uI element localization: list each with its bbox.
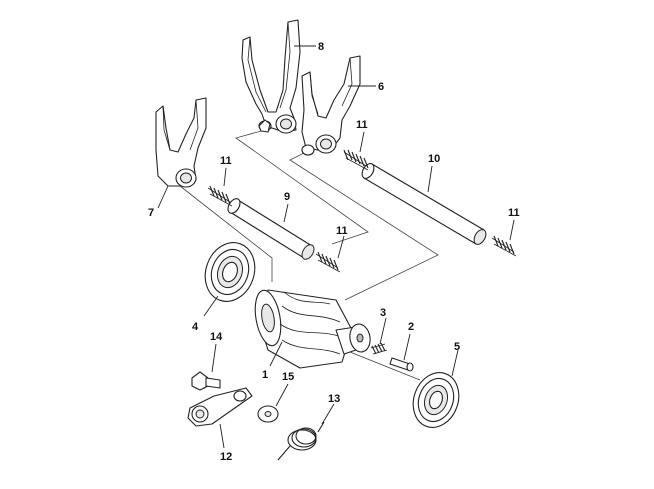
shift-fork-8: [241, 19, 301, 134]
callout-1: 1: [262, 369, 268, 381]
callout-7: 7: [148, 207, 154, 219]
callout-15: 15: [282, 371, 294, 383]
ball-bearing-5: [412, 372, 460, 428]
callout-2: 2: [408, 321, 414, 333]
callout-labels: 8 6 11 11 10 7 9 11 11 4 3 2 14 5 1 15 1…: [148, 41, 520, 463]
compression-spring-11-d: [491, 235, 517, 257]
leader-lines: [157, 45, 515, 449]
ball-bearing-4: [204, 242, 256, 302]
torsion-spring-13: [277, 421, 325, 461]
callout-11-left: 11: [220, 155, 232, 167]
callout-11-right: 11: [508, 207, 520, 219]
callout-12: 12: [220, 451, 232, 463]
callout-11-middle: 11: [336, 225, 348, 237]
shift-fork-7: [155, 97, 207, 188]
callout-11-top: 11: [356, 119, 368, 131]
shift-drum-1: [254, 289, 371, 369]
compression-spring-11-b: [207, 185, 233, 207]
callout-9: 9: [284, 191, 290, 203]
callout-3: 3: [380, 307, 386, 319]
shift-fork-6: [301, 55, 361, 156]
shift-fork-shaft-9: [227, 198, 315, 260]
callout-6: 6: [378, 81, 384, 93]
detent-pin-2: [389, 357, 414, 372]
detent-spring-3: [370, 342, 388, 355]
shift-fork-shaft-10: [361, 163, 487, 245]
bolt-14: [191, 371, 221, 391]
shift-lever-12: [187, 387, 253, 427]
callout-4: 4: [192, 321, 199, 333]
callout-5: 5: [454, 341, 460, 353]
callout-8: 8: [318, 41, 324, 53]
compression-spring-11-c: [315, 251, 341, 273]
washer-15: [257, 405, 279, 423]
compression-spring-11-a: [343, 149, 369, 171]
callout-14: 14: [210, 331, 223, 343]
callout-13: 13: [328, 393, 340, 405]
callout-10: 10: [428, 153, 440, 165]
